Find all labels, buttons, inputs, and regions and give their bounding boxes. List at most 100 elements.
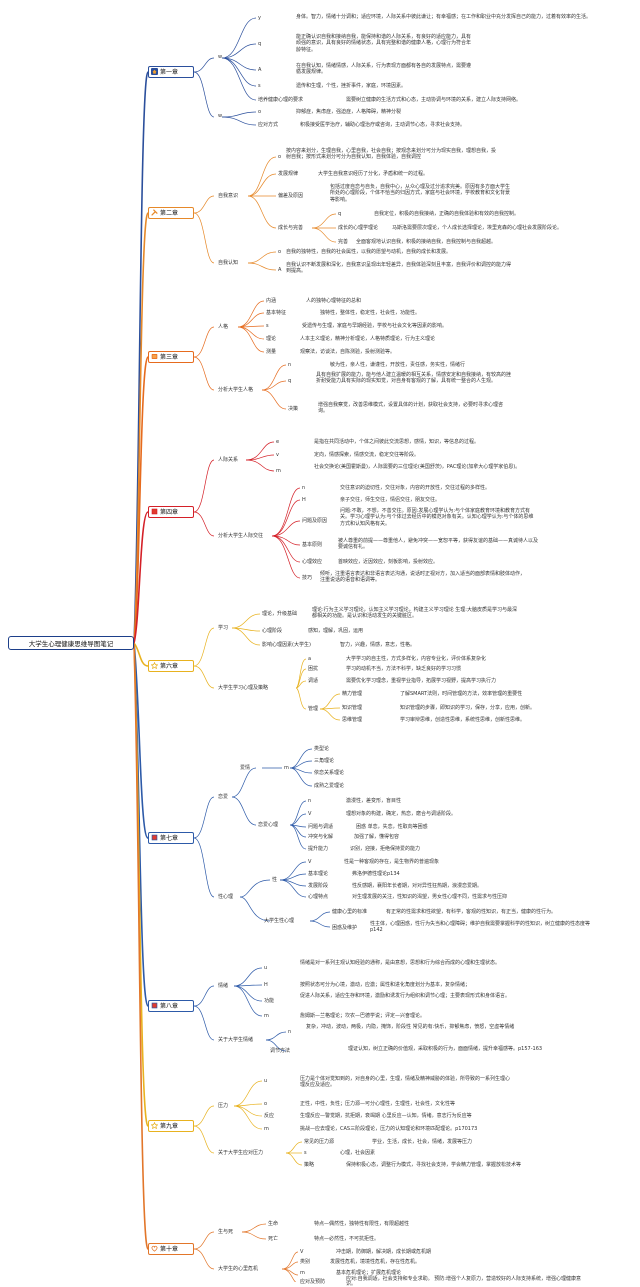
ch10-node-l6[interactable]: 应对及预防 xyxy=(300,1279,326,1285)
ch10-node-l4[interactable]: 类别 xyxy=(300,1259,311,1265)
ch10-group-1[interactable]: 生与死 xyxy=(218,1229,234,1235)
ch4-node-l1[interactable]: e xyxy=(276,439,280,445)
ch6-node-l5[interactable]: 困扰 xyxy=(308,666,319,672)
ch9-node-l6[interactable]: s xyxy=(304,1150,307,1156)
ch3-node-l7[interactable]: q xyxy=(288,378,292,384)
ch6-node-l3[interactable]: 影响心理因素(大学生) xyxy=(262,642,311,648)
ch9-node-l4[interactable]: m xyxy=(264,1126,269,1132)
ch9-node-l3[interactable]: 反应 xyxy=(264,1113,275,1119)
ch1-node-l3[interactable]: A xyxy=(258,67,262,73)
chapter-node-4[interactable]: 第四章 xyxy=(148,506,194,518)
root-topic[interactable]: 大学生心理健康思维导图笔记 xyxy=(8,636,134,650)
ch7-p-3[interactable]: 发展阶段 xyxy=(308,883,329,889)
ch6-node-l1[interactable]: 理论，升级基础 xyxy=(262,611,298,617)
ch6-node-l2[interactable]: 心理阶段 xyxy=(262,628,283,634)
ch10-node-l2[interactable]: 死亡 xyxy=(268,1236,279,1242)
ch1-node-l5[interactable]: 培养健康心理的要求 xyxy=(258,97,304,103)
ch4-node-l7[interactable]: 基本原则 xyxy=(302,542,323,548)
ch3-node-l1[interactable]: 内涵 xyxy=(266,298,277,304)
ch8-node-l4[interactable]: m xyxy=(264,1013,269,1019)
ch7-p-2[interactable]: 基本理论 xyxy=(308,871,329,877)
ch7-group-2[interactable]: 性心理 xyxy=(218,894,234,900)
chapter-node-6[interactable]: 第七章 xyxy=(148,832,194,844)
ch1-node-w2[interactable]: w xyxy=(218,113,223,119)
ch8-node-l6[interactable]: 调节方法 xyxy=(270,1048,291,1054)
ch6-node-l4[interactable]: a xyxy=(308,656,312,662)
ch7-sub-4[interactable]: 冲突与化解 xyxy=(308,834,334,840)
ch9-node-l2[interactable]: o xyxy=(264,1101,268,1107)
ch2-node-l2[interactable]: 发展规律 xyxy=(278,171,299,177)
chapter-node-7[interactable]: 第八章 xyxy=(148,1000,194,1012)
ch6-node-l7[interactable]: 管理 xyxy=(308,706,319,712)
ch2-node-l5[interactable]: o xyxy=(278,249,282,255)
ch3-group-2[interactable]: 分析大学生人格 xyxy=(218,387,254,393)
ch10-node-l1[interactable]: 生命 xyxy=(268,1221,279,1227)
ch3-node-l2[interactable]: 基本特征 xyxy=(266,310,287,316)
ch6-group-2[interactable]: 大学生学习心理及策略 xyxy=(218,685,269,691)
ch6-node-l6[interactable]: 调适 xyxy=(308,678,319,684)
ch3-group-1[interactable]: 人格 xyxy=(218,324,229,330)
ch4-node-l2[interactable]: v xyxy=(276,452,279,458)
ch3-node-l5[interactable]: 测量 xyxy=(266,349,277,355)
ch9-group-2[interactable]: 关于大学生应对压力 xyxy=(218,1150,264,1156)
ch8-group-1[interactable]: 情绪 xyxy=(218,983,229,989)
ch6-sub-1[interactable]: 精力管理 xyxy=(342,691,363,697)
ch2-group-1[interactable]: 自我意识 xyxy=(218,193,239,199)
ch3-node-l3[interactable]: s xyxy=(266,323,269,329)
ch4-group-2[interactable]: 分析大学生人际交往 xyxy=(218,533,264,539)
ch1-node-l1[interactable]: y xyxy=(258,15,261,21)
ch9-group-1[interactable]: 压力 xyxy=(218,1103,229,1109)
ch7-sub-2[interactable]: V xyxy=(308,811,312,817)
ch2-node-l1[interactable]: o xyxy=(278,154,282,160)
chapter-node-8[interactable]: 第九章 xyxy=(148,1120,194,1132)
ch7-sub-5[interactable]: 提升能力 xyxy=(308,846,329,852)
ch7-node-l1[interactable]: 爱情 xyxy=(240,765,251,771)
ch6-sub-3[interactable]: 思维管理 xyxy=(342,717,363,723)
ch4-node-l6[interactable]: 问题及原因 xyxy=(302,518,328,524)
ch2-node-l3[interactable]: 偏差及原因 xyxy=(278,193,304,199)
ch2-node-l4[interactable]: 成长与完善 xyxy=(278,225,304,231)
ch2-node-l6[interactable]: A xyxy=(278,267,282,273)
ch4-group-1[interactable]: 人际关系 xyxy=(218,457,239,463)
ch3-node-l6[interactable]: n xyxy=(288,362,292,368)
ch1-node-l4[interactable]: s xyxy=(258,83,261,89)
ch7-p-1[interactable]: V xyxy=(308,859,312,865)
ch8-node-l2[interactable]: H xyxy=(264,982,268,988)
ch6-group-1[interactable]: 学习 xyxy=(218,625,229,631)
chapter-node-3[interactable]: 第三章 xyxy=(148,351,194,363)
ch7-node-m1[interactable]: m xyxy=(284,765,289,771)
ch3-node-l8[interactable]: 决策 xyxy=(288,406,299,412)
ch4-node-l8[interactable]: 心理效应 xyxy=(302,559,323,565)
ch4-node-l9[interactable]: 技巧 xyxy=(302,575,313,581)
ch9-node-l1[interactable]: u xyxy=(264,1078,268,1084)
ch7-node-l4[interactable]: 大学生性心理 xyxy=(264,918,295,924)
chapter-node-2[interactable]: 第二章 xyxy=(148,207,194,219)
ch10-node-l3[interactable]: V xyxy=(300,1249,304,1255)
ch4-node-l4[interactable]: n xyxy=(302,485,306,491)
ch3-node-l4[interactable]: 理论 xyxy=(266,336,277,342)
ch10-group-2[interactable]: 大学生的心里危机 xyxy=(218,1266,259,1272)
ch6-sub-2[interactable]: 知识管理 xyxy=(342,705,363,711)
ch7-sub-1[interactable]: n xyxy=(308,798,312,804)
ch7-sub-6[interactable]: 健康心里的标准 xyxy=(332,909,368,915)
ch1-node-l7[interactable]: 应对方式 xyxy=(258,122,279,128)
ch2-sub-2[interactable]: 成长的心理学理论 xyxy=(338,225,379,231)
ch8-group-2[interactable]: 关于大学生情绪 xyxy=(218,1037,254,1043)
ch4-node-l5[interactable]: H xyxy=(302,497,306,503)
ch2-sub-3[interactable]: 完善 xyxy=(338,239,349,245)
ch8-node-l3[interactable]: 功能 xyxy=(264,998,275,1004)
chapter-node-5[interactable]: 第六章 xyxy=(148,660,194,672)
ch10-node-l5[interactable]: m xyxy=(300,1270,305,1276)
ch7-node-l3[interactable]: 性 xyxy=(272,877,278,883)
ch1-node-w1[interactable]: w xyxy=(218,54,223,60)
ch7-group-1[interactable]: 恋爱 xyxy=(218,794,229,800)
ch9-node-l5[interactable]: 常见的压力源 xyxy=(304,1139,335,1145)
ch7-sub-7[interactable]: 困惑及维护 xyxy=(332,925,358,931)
ch9-node-l7[interactable]: 策略 xyxy=(304,1162,315,1168)
ch7-p-4[interactable]: 心理特点 xyxy=(308,894,329,900)
ch8-node-l5[interactable]: n xyxy=(288,1029,292,1035)
chapter-node-1[interactable]: 第一章 xyxy=(148,66,194,78)
ch8-node-l1[interactable]: u xyxy=(264,965,268,971)
ch1-node-l6[interactable]: o xyxy=(258,109,262,115)
ch1-node-l2[interactable]: q xyxy=(258,41,262,47)
